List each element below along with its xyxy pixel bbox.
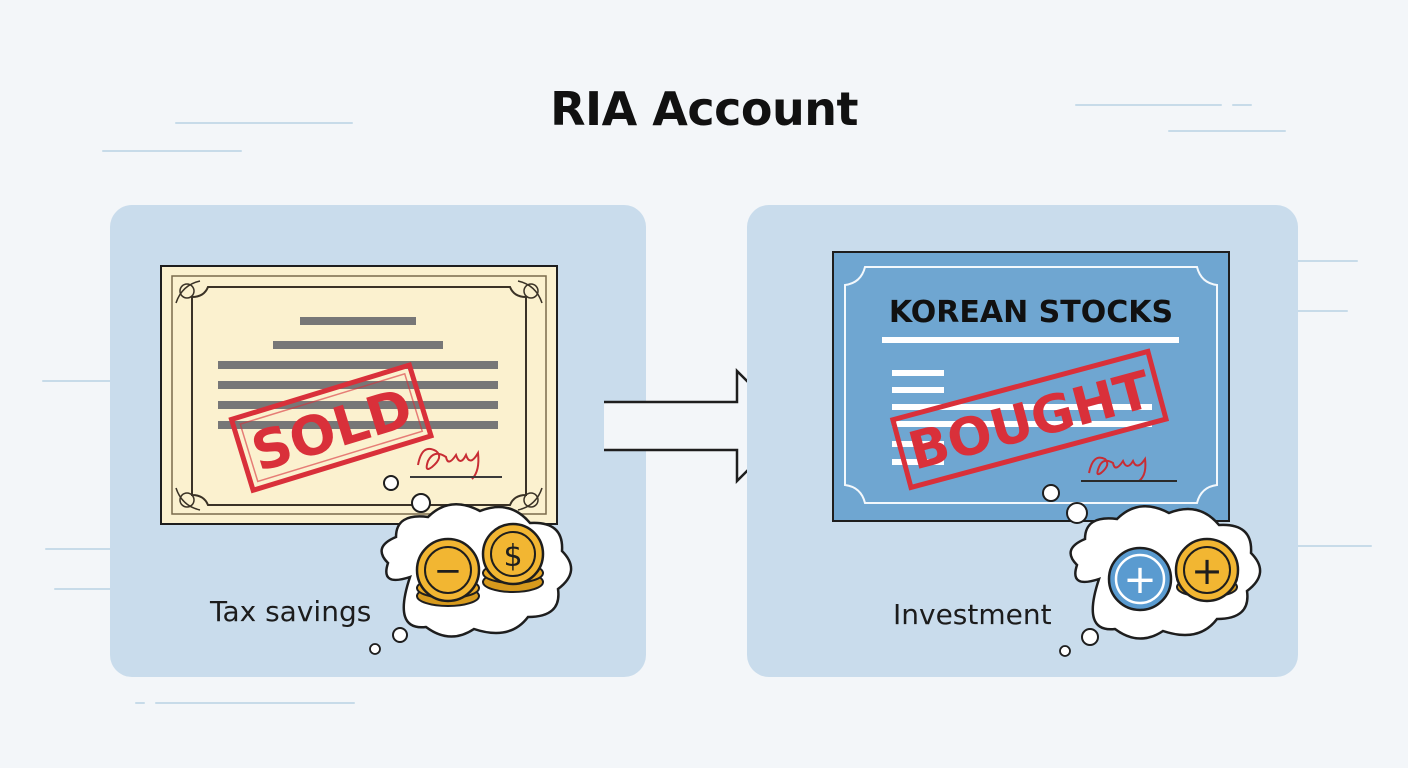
speed-line [175, 122, 353, 124]
speed-line [45, 548, 170, 550]
svg-text:+: + [1191, 549, 1223, 593]
sold-certificate-panel: SOLD − $ [110, 205, 646, 677]
svg-text:+: + [1123, 557, 1157, 603]
speed-line [1262, 260, 1358, 262]
speed-line [102, 150, 242, 152]
bought-certificate-panel: KOREAN STOCKS BOUGHT [747, 205, 1298, 677]
tax-savings-label: Tax savings [210, 595, 372, 628]
minus-coin-icon: − [415, 537, 481, 607]
plus-blue-coin-icon: + [1107, 546, 1173, 612]
certificate-heading: KOREAN STOCKS [889, 295, 1173, 330]
bought-certificate-illustration: KOREAN STOCKS BOUGHT [832, 251, 1262, 657]
speed-line [155, 702, 355, 704]
speed-line [54, 588, 142, 590]
svg-text:−: − [434, 551, 463, 591]
speed-line [1248, 310, 1348, 312]
stock-certificate-icon [160, 265, 558, 525]
diagram-title: RIA Account [550, 82, 858, 136]
speed-line [135, 702, 145, 704]
plus-gold-coin-icon: + [1174, 537, 1240, 603]
sold-certificate-illustration: SOLD − $ [160, 265, 573, 655]
dollar-coin-icon: $ [481, 522, 545, 593]
stock-certificate-icon: KOREAN STOCKS [832, 251, 1230, 522]
speed-line [1232, 104, 1252, 106]
speed-line [1168, 130, 1286, 132]
investment-label: Investment [893, 598, 1052, 631]
speed-line [42, 380, 130, 382]
speed-line [1270, 545, 1372, 547]
svg-text:$: $ [503, 539, 522, 574]
speed-line [1075, 104, 1222, 106]
